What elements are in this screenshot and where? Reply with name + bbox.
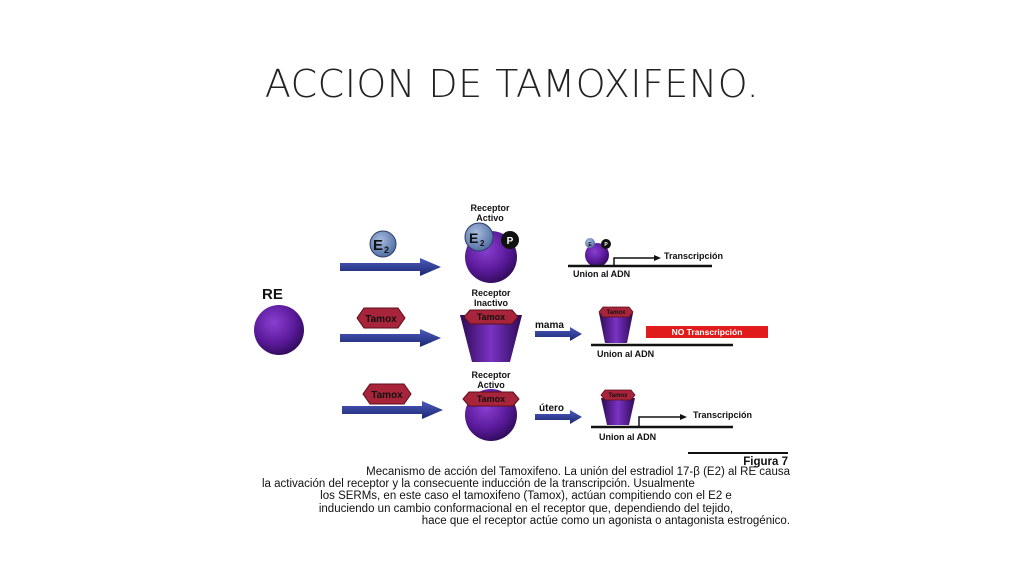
re-label: RE <box>262 286 283 303</box>
row3-transcription-arrowhead <box>680 414 687 420</box>
caption-line: hace que el receptor actúe como un agoni… <box>421 514 790 527</box>
row3-receptor-label-line2: Activo <box>477 380 505 390</box>
row1-union-label: Union al ADN <box>573 269 630 279</box>
svg-text:Tamox: Tamox <box>365 314 397 325</box>
row2-receptor-label-line1: Receptor <box>471 288 511 298</box>
svg-text:2: 2 <box>480 239 485 248</box>
svg-text:Tamox: Tamox <box>371 390 403 401</box>
slide-title: ACCION DE TAMOXIFENO. <box>264 62 760 106</box>
row2-small-arrow <box>535 327 582 341</box>
re-receptor-ball <box>254 305 304 355</box>
row2-small-tamox: Tamox <box>598 306 634 318</box>
row3-tamox-molecule: Tamox <box>362 383 412 405</box>
svg-text:Tamox: Tamox <box>607 310 627 316</box>
svg-text:Tamox: Tamox <box>477 394 505 404</box>
svg-text:Tamox: Tamox <box>609 393 629 399</box>
row1-small-e2-label: E <box>588 242 592 248</box>
row1-small-p-label: P <box>604 242 608 248</box>
svg-text:E: E <box>469 230 478 246</box>
row1-small-e2 <box>585 238 595 248</box>
row3-union-label: Union al ADN <box>599 432 656 442</box>
row3-transcription-label: Transcripción <box>693 410 752 420</box>
row2-receptor-label-line2: Inactivo <box>474 298 509 308</box>
svg-text:2: 2 <box>384 245 389 255</box>
svg-text:P: P <box>507 236 514 247</box>
row3-transcription-arrow <box>638 416 680 427</box>
figure-label: Figura 7 <box>688 452 788 468</box>
row3-side-label: útero <box>539 403 564 414</box>
svg-text:E: E <box>373 237 383 254</box>
row1-arrow <box>340 258 441 276</box>
row1-phosphate: P <box>501 231 519 249</box>
row1-transcription-label: Transcripción <box>664 251 723 261</box>
svg-text:Tamox: Tamox <box>477 312 505 322</box>
row2-union-label: Union al ADN <box>597 349 654 359</box>
row3-small-receptor-cup <box>601 398 635 425</box>
row2-receptor-cup <box>460 315 522 362</box>
row1-e2-molecule: E 2 <box>369 230 397 258</box>
row1-small-receptor <box>585 243 609 267</box>
row2-arrow <box>340 329 441 347</box>
row3-small-arrow <box>535 410 582 424</box>
row2-small-receptor-cup <box>599 313 633 343</box>
row3-tamox-bound: Tamox <box>462 391 520 407</box>
caption-line: induciendo un cambio conformacional en e… <box>318 502 734 515</box>
row1-transcription-arrowhead <box>654 255 661 261</box>
figure-caption: Mecanismo de acción del Tamoxifeno. La u… <box>262 466 790 527</box>
row2-tamox-molecule: Tamox <box>356 307 406 329</box>
caption-line: Mecanismo de acción del Tamoxifeno. La u… <box>366 466 790 478</box>
caption-line: los SERMs, en este caso el tamoxifeno (T… <box>320 490 732 503</box>
row1-e2-bound: E 2 <box>464 222 494 252</box>
row3-arrow <box>342 401 443 419</box>
row2-no-transcription-box <box>646 326 768 338</box>
row2-tamox-bound: Tamox <box>463 309 519 325</box>
row1-receptor-label-line2: Activo <box>476 213 504 223</box>
row1-small-phosphate <box>601 239 611 249</box>
row2-side-label: mama <box>535 320 564 331</box>
caption-line: la activación del receptor y la consecue… <box>262 478 695 491</box>
row3-receptor-label-line1: Receptor <box>471 370 511 380</box>
row1-transcription-arrow <box>613 257 654 266</box>
row2-no-transcription-label: NO Transcripción <box>672 327 743 337</box>
row3-small-tamox: Tamox <box>600 389 636 401</box>
row1-receptor-label-line1: Receptor <box>470 203 510 213</box>
